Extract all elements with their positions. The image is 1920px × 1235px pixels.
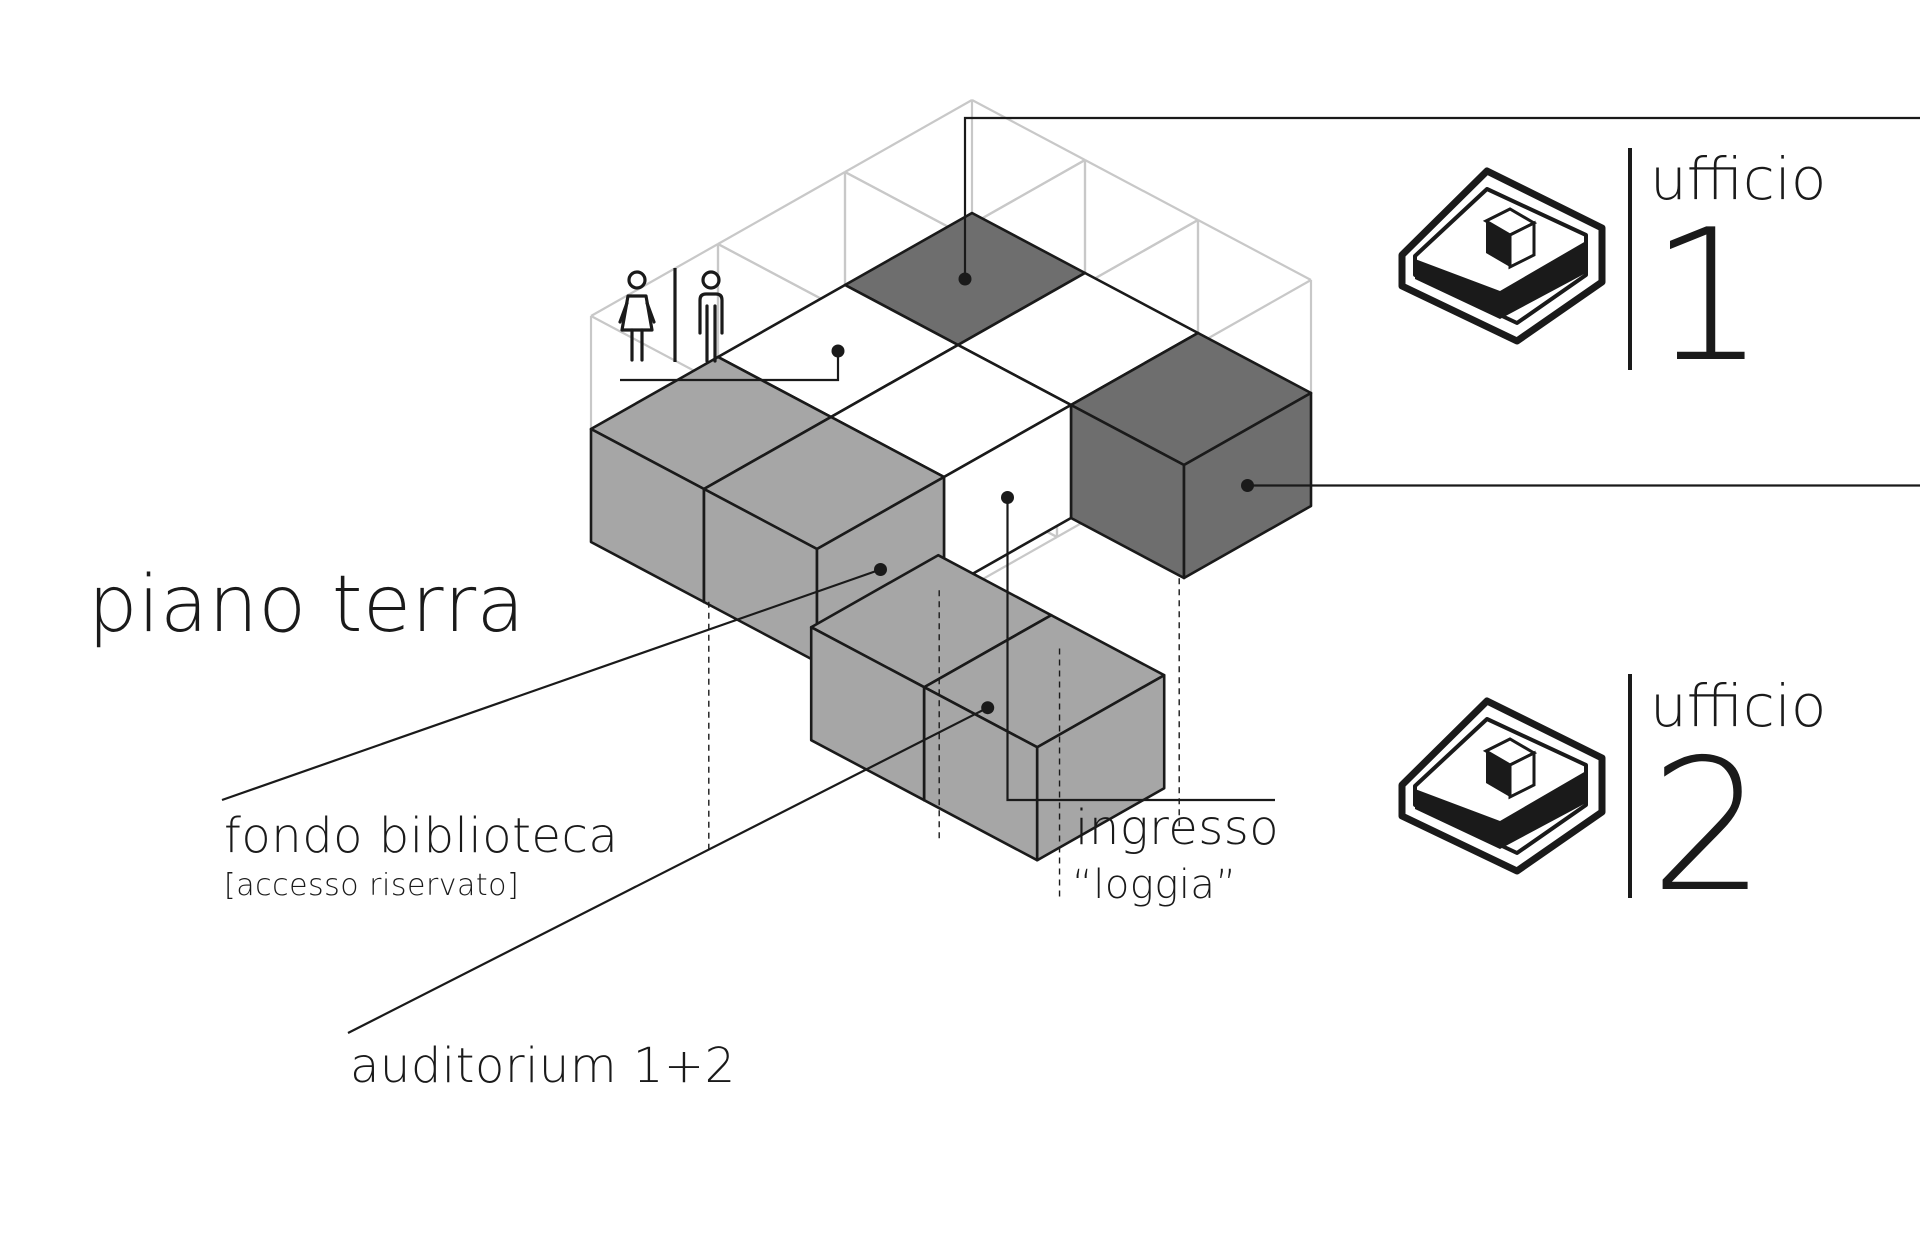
leader-dot	[1001, 491, 1014, 504]
fondo-biblioteca-label: fondo biblioteca	[224, 808, 619, 864]
office-1-number: 1	[1650, 190, 1766, 402]
male-restroom-icon	[698, 270, 724, 363]
leader-dot	[1241, 479, 1254, 492]
ground-floor-cubes	[589, 211, 1313, 862]
leader-dot	[831, 344, 845, 358]
office-2-label: ufficio	[1650, 672, 1827, 740]
office-1-label: ufficio	[1650, 145, 1827, 213]
page-title: piano terra	[88, 560, 525, 650]
fondo-biblioteca-note: [accesso riservato]	[224, 868, 520, 903]
leader-line	[1006, 497, 1275, 802]
office-2-number: 2	[1650, 720, 1766, 932]
leader-dot	[981, 701, 995, 715]
ingresso-label: ingresso	[1075, 800, 1280, 856]
leader-dot	[874, 563, 887, 576]
office-box-icon	[1398, 697, 1606, 875]
leader-lines	[221, 116, 1920, 1034]
female-restroom-icon	[618, 270, 656, 362]
loggia-label: “loggia”	[1072, 862, 1237, 908]
leader-dot	[958, 272, 972, 286]
auditorium-cube-front	[922, 613, 1166, 862]
leader-line	[620, 351, 840, 382]
office-box-icon	[1398, 167, 1606, 345]
leader-line	[963, 116, 1920, 279]
leader-line	[221, 568, 881, 802]
leader-line	[347, 706, 989, 1034]
auditorium-label: auditorium 1+2	[350, 1038, 736, 1094]
